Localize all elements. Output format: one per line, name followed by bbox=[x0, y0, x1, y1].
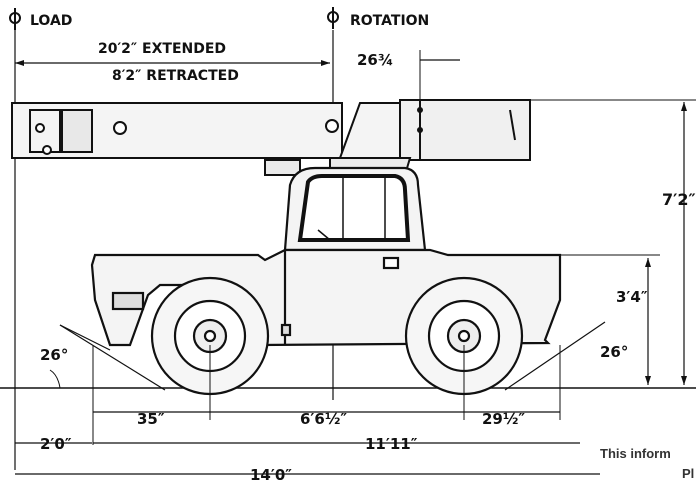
front-overhang-dimension: 35″ bbox=[137, 410, 165, 428]
centerline-rotation-symbol bbox=[327, 7, 339, 29]
departure-angle-line bbox=[504, 321, 606, 391]
overall-height-arrow-bottom bbox=[681, 376, 687, 385]
approach-angle-dimension: 26° bbox=[40, 346, 68, 364]
overall-height-arrow-top bbox=[681, 102, 687, 111]
boom-length-arrow-right bbox=[321, 60, 330, 66]
boom-length-arrow-left bbox=[15, 60, 24, 66]
rear-overhang-dimension: 29½″ bbox=[482, 410, 525, 428]
boom-extended-dimension: 20′2″ EXTENDED bbox=[98, 41, 226, 57]
centerline-load-label: LOAD bbox=[30, 13, 72, 29]
overall-height-dimension: 7′2″ bbox=[662, 190, 696, 209]
crane-boom bbox=[11, 99, 531, 161]
boom-offset-dimension: 26¾ bbox=[357, 51, 393, 69]
centerline-rotation-label: ROTATION bbox=[350, 13, 429, 29]
body-height-dimension: 3′4″ bbox=[616, 288, 648, 306]
operator-cab bbox=[283, 166, 427, 252]
wheelbase-dimension: 6′6½″ bbox=[300, 410, 347, 428]
overall-length-dimension: 14′0″ bbox=[250, 466, 292, 483]
rotation-to-rear-dimension: 11′11″ bbox=[365, 435, 418, 453]
approach-angle-line-2 bbox=[59, 324, 111, 351]
body-height-arrow-bottom bbox=[645, 376, 651, 385]
information-note-line-2: Pl bbox=[682, 466, 694, 481]
approach-angle-arc bbox=[49, 369, 61, 389]
centerline-load-symbol bbox=[9, 8, 21, 30]
boom-retracted-dimension: 8′2″ RETRACTED bbox=[112, 68, 239, 84]
information-note-line-1: This inform bbox=[600, 446, 671, 461]
approach-angle-line bbox=[59, 324, 166, 391]
departure-angle-dimension: 26° bbox=[600, 343, 628, 361]
load-offset-dimension: 2′0″ bbox=[40, 435, 72, 453]
body-height-arrow-top bbox=[645, 258, 651, 267]
rear-wheel bbox=[404, 276, 524, 396]
